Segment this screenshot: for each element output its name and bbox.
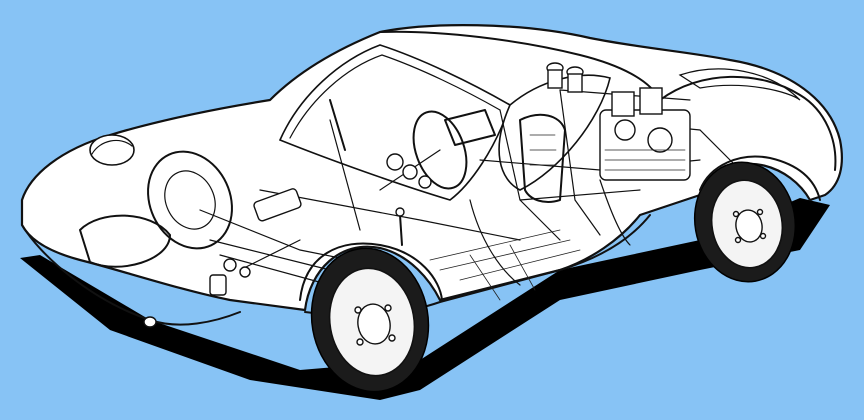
- engine: [599, 87, 691, 181]
- spare-wheel: [147, 150, 233, 250]
- floor-pan: [429, 229, 581, 301]
- shift-lever: [399, 214, 403, 246]
- rear-intake: [678, 68, 801, 101]
- rear-deck: [659, 75, 837, 171]
- side-window: [498, 74, 611, 191]
- steering-wheel: [412, 110, 468, 190]
- rear-wheel-arch: [699, 155, 821, 201]
- front-wheel: [310, 247, 430, 393]
- windshield-frame: [289, 54, 501, 139]
- dashboard-gauges: [386, 153, 432, 189]
- front-tyre-detail: [79, 214, 171, 268]
- roof-line: [379, 30, 661, 101]
- headlight-rim: [91, 139, 133, 155]
- ground-shadow: [20, 198, 830, 400]
- headlight: [89, 134, 135, 166]
- front-wheel-arch: [299, 242, 443, 301]
- door-line: [469, 179, 631, 286]
- fuel-tank: [444, 109, 496, 146]
- front-bumper-knob: [143, 316, 157, 328]
- shift-knob: [395, 207, 405, 217]
- carburetors: [546, 62, 584, 93]
- rear-wheel: [693, 161, 797, 283]
- seat-back-detail: [529, 134, 557, 166]
- front-valance: [21, 224, 241, 326]
- wiper: [329, 99, 346, 151]
- front-suspension: [209, 188, 331, 296]
- seat: [519, 113, 566, 203]
